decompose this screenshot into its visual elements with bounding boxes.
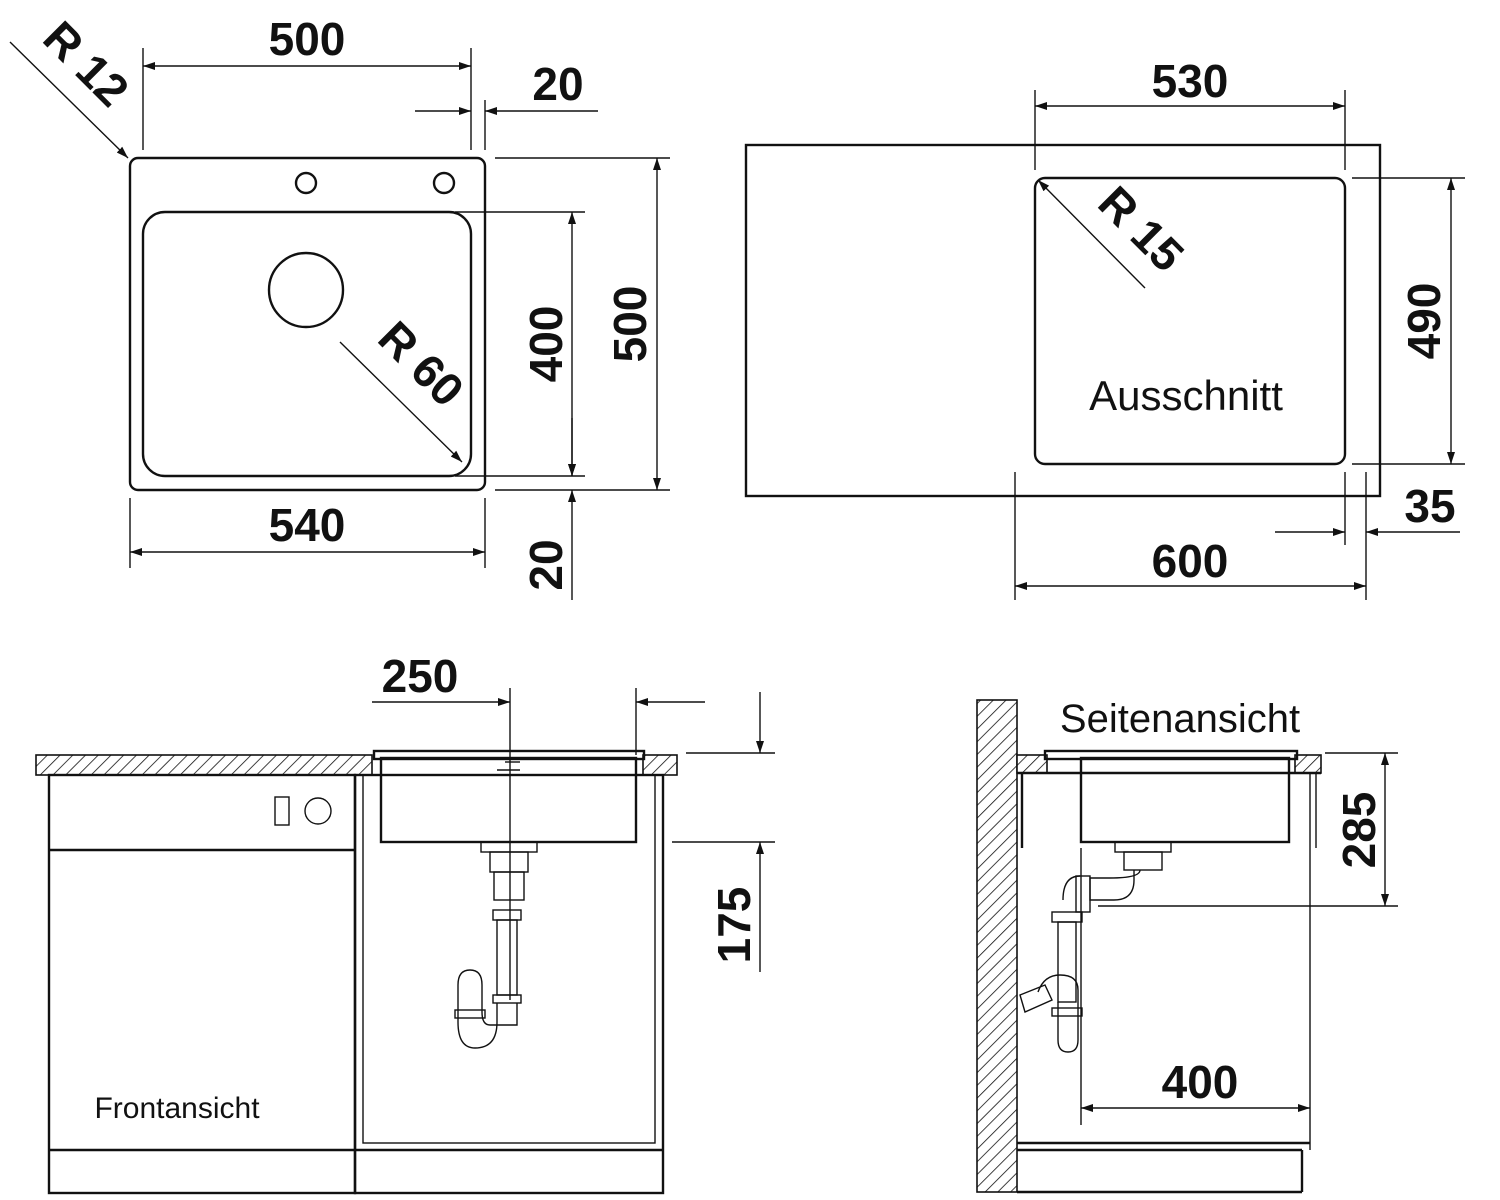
dim-height: 500 xyxy=(604,286,656,363)
side-countertop-right xyxy=(1294,754,1322,774)
dim-drain-offset: 250 xyxy=(382,650,459,702)
front-view-label: Frontansicht xyxy=(94,1092,260,1125)
dim-radius-bowl: R 60 xyxy=(369,311,474,416)
siphon-side xyxy=(1019,841,1172,1053)
cutout-outline xyxy=(1033,176,1347,466)
dim-width-inner: 500 xyxy=(269,13,346,65)
side-view-label: Seitenansicht xyxy=(1060,697,1300,741)
dim-bottom-rim: 20 xyxy=(520,539,572,590)
countertop-right xyxy=(642,754,678,776)
dim-bowl-depth: 400 xyxy=(520,306,572,383)
dishwasher-knob-icon xyxy=(274,796,290,826)
side-countertop-left xyxy=(1016,754,1048,774)
countertop-outline xyxy=(744,143,1382,498)
dishwasher-button-icon xyxy=(304,797,332,825)
dim-offset: 35 xyxy=(1404,480,1455,532)
drain-hole-icon xyxy=(267,251,345,329)
dim-radius-corner: R 12 xyxy=(34,11,139,116)
cabinet-inner xyxy=(362,774,656,1144)
side-sink-bowl xyxy=(1079,756,1291,844)
tap-hole-left-icon xyxy=(294,171,318,195)
dim-depth: 175 xyxy=(708,887,760,964)
cabinet-right xyxy=(353,773,665,1195)
front-view: 250 175 Frontansicht xyxy=(35,650,775,1195)
top-view: 500 20 R 12 R 60 400 500 540 20 xyxy=(9,11,670,600)
dim-width-total: 540 xyxy=(269,499,346,551)
sink-outline xyxy=(128,156,487,492)
cutout-label: Ausschnitt xyxy=(1089,372,1283,419)
siphon-front xyxy=(454,761,538,1049)
cabinet-left xyxy=(47,773,357,1195)
dim-cutout-height: 490 xyxy=(1398,283,1450,360)
dim-radius: R 15 xyxy=(1089,176,1194,281)
countertop-left xyxy=(35,754,373,776)
tap-hole-right-icon xyxy=(432,171,456,195)
dim-cutout-width: 530 xyxy=(1152,55,1229,107)
side-dim-depth: 400 xyxy=(1162,1056,1239,1108)
wall xyxy=(976,699,1018,1193)
cutout-view: 530 R 15 Ausschnitt 490 35 600 xyxy=(744,55,1465,600)
side-dim-height: 285 xyxy=(1333,792,1385,869)
sink-bowl xyxy=(141,210,473,478)
dim-rim: 20 xyxy=(532,58,583,110)
side-view: Seitenansicht 285 400 xyxy=(976,697,1398,1194)
dim-cabinet-width: 600 xyxy=(1152,535,1229,587)
